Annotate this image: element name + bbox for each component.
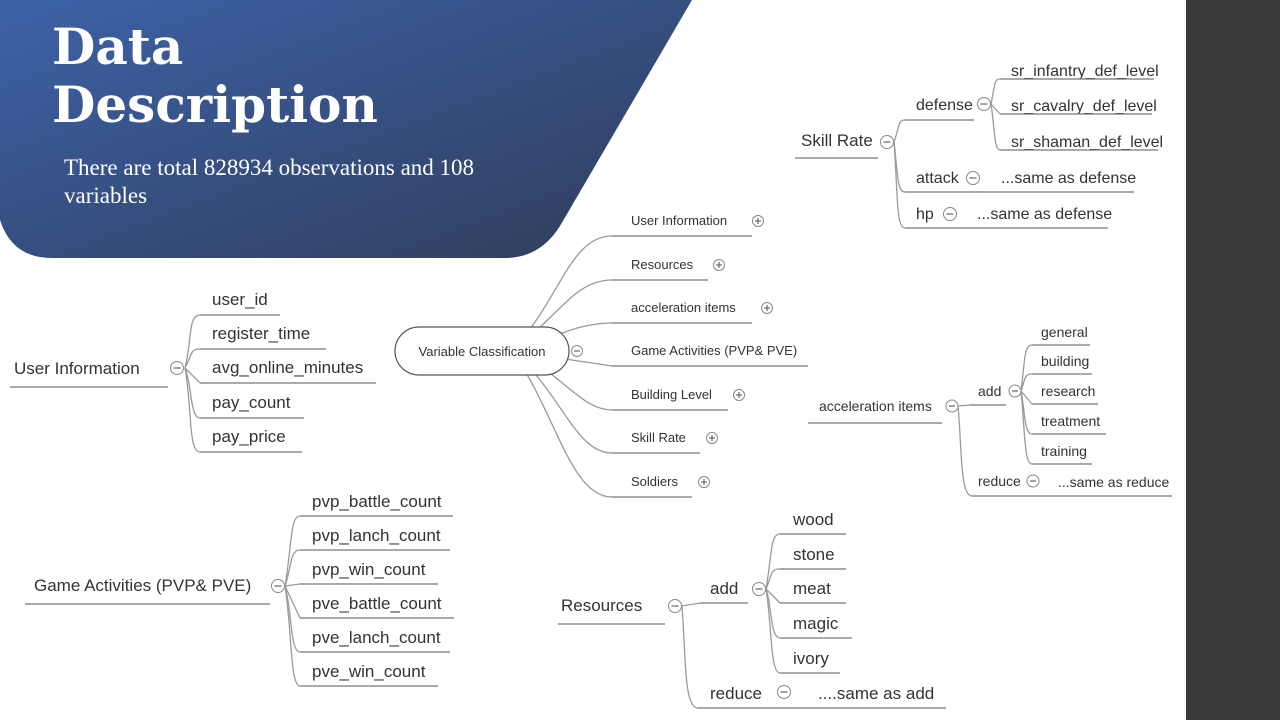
game-activities-item: pvp_battle_count (312, 492, 442, 511)
branch-label: Soldiers (631, 474, 678, 489)
collapse-minus-icon[interactable] (752, 582, 766, 596)
resources-reduce-note: ....same as add (818, 684, 934, 703)
collapse-minus-icon[interactable] (170, 361, 184, 375)
collapse-minus-icon[interactable] (966, 171, 980, 185)
game-activities-item: pvp_win_count (312, 560, 426, 579)
skill-hp-label: hp (916, 206, 934, 223)
branch-label: Skill Rate (631, 430, 686, 445)
acceleration-add-item: treatment (1041, 413, 1100, 429)
user-information-item: pay_count (212, 393, 291, 412)
right-side-bar (1186, 0, 1280, 720)
skill-rate-label: Skill Rate (801, 131, 873, 150)
acceleration-reduce-note: ...same as reduce (1058, 474, 1169, 490)
title-area: Data Description There are total 828934 … (0, 0, 700, 262)
collapse-minus-icon[interactable] (977, 97, 991, 111)
branch-user-information[interactable]: User Information (612, 213, 764, 237)
collapse-minus-icon[interactable] (777, 685, 791, 699)
skill-rate-map: Skill Rate defense sr_infantry_def_level… (795, 63, 1163, 229)
game-activities-item: pvp_lanch_count (312, 526, 441, 545)
center-branches: User Information Resources acceleration … (612, 213, 808, 498)
game-activities-item: pve_win_count (312, 662, 426, 681)
acceleration-add-item: training (1041, 443, 1087, 459)
acceleration-add-label: add (978, 383, 1001, 399)
branch-resources[interactable]: Resources (612, 257, 725, 281)
branch-label: acceleration items (631, 300, 736, 315)
collapse-minus-icon[interactable] (668, 599, 682, 613)
center-node[interactable] (394, 326, 570, 376)
branch-label: Resources (631, 257, 694, 272)
game-activities-label: Game Activities (PVP& PVE) (34, 576, 251, 595)
branch-soldiers[interactable]: Soldiers (612, 474, 710, 498)
resources-add-item: stone (793, 545, 835, 564)
resources-reduce-label: reduce (710, 684, 762, 703)
branch-label: Game Activities (PVP& PVE) (631, 343, 797, 358)
branch-skill-rate[interactable]: Skill Rate (612, 430, 718, 454)
branch-acceleration-items[interactable]: acceleration items (612, 300, 773, 324)
acceleration-add-item: building (1041, 353, 1089, 369)
game-activities-item: pve_battle_count (312, 594, 442, 613)
branch-label: User Information (631, 213, 727, 228)
acceleration-items-map: acceleration items add general building … (808, 324, 1172, 497)
user-information-map: User Information user_id register_time a… (10, 290, 376, 453)
skill-defense-item: sr_shaman_def_level (1011, 134, 1163, 151)
resources-add-item: wood (792, 510, 834, 529)
skill-defense-label: defense (916, 97, 973, 114)
collapse-minus-icon[interactable] (943, 207, 957, 221)
title-line-2: Description (52, 75, 378, 134)
collapse-minus-icon[interactable] (1008, 384, 1022, 398)
skill-attack-label: attack (916, 170, 960, 187)
resources-add-item: ivory (793, 649, 829, 668)
expand-plus-icon[interactable] (713, 259, 725, 271)
user-information-label: User Information (14, 359, 140, 378)
acceleration-add-item: general (1041, 324, 1088, 340)
acceleration-add-item: research (1041, 383, 1095, 399)
resources-add-item: magic (793, 614, 839, 633)
resources-add-item: meat (793, 579, 831, 598)
skill-defense-item: sr_infantry_def_level (1011, 63, 1159, 80)
collapse-minus-icon[interactable] (1026, 474, 1040, 488)
expand-plus-icon[interactable] (706, 432, 718, 444)
expand-plus-icon[interactable] (752, 215, 764, 227)
user-information-item: register_time (212, 324, 310, 343)
game-activities-map: Game Activities (PVP& PVE) pvp_battle_co… (25, 492, 454, 687)
collapse-minus-icon[interactable] (271, 579, 285, 593)
expand-plus-icon[interactable] (761, 302, 773, 314)
center-collapse-icon[interactable] (571, 345, 583, 357)
collapse-minus-icon[interactable] (945, 399, 959, 413)
resources-add-label: add (710, 579, 738, 598)
variable-mindmap: Variable Classification User Information… (0, 0, 1172, 709)
branch-label: Building Level (631, 387, 712, 402)
acceleration-items-label: acceleration items (819, 398, 932, 414)
resources-label: Resources (561, 596, 642, 615)
game-activities-item: pve_lanch_count (312, 628, 441, 647)
expand-plus-icon[interactable] (733, 389, 745, 401)
user-information-item: avg_online_minutes (212, 358, 363, 377)
center-node-label: Variable Classification (419, 344, 546, 359)
skill-defense-item: sr_cavalry_def_level (1011, 98, 1157, 115)
slide-title: Data Description (52, 18, 378, 134)
branch-building-level[interactable]: Building Level (612, 387, 745, 411)
branch-game-activities[interactable]: Game Activities (PVP& PVE) (612, 343, 808, 367)
skill-attack-note: ...same as defense (1001, 170, 1136, 187)
slide-subtitle: There are total 828934 observations and … (64, 155, 475, 208)
skill-hp-note: ...same as defense (977, 206, 1112, 223)
acceleration-reduce-label: reduce (978, 473, 1021, 489)
user-information-item: user_id (212, 290, 268, 309)
expand-plus-icon[interactable] (698, 476, 710, 488)
title-band (0, 0, 692, 258)
title-line-1: Data (52, 17, 184, 76)
resources-map: Resources add wood stone meat magic ivor… (558, 510, 946, 709)
user-information-item: pay_price (212, 427, 286, 446)
collapse-minus-icon[interactable] (880, 135, 894, 149)
